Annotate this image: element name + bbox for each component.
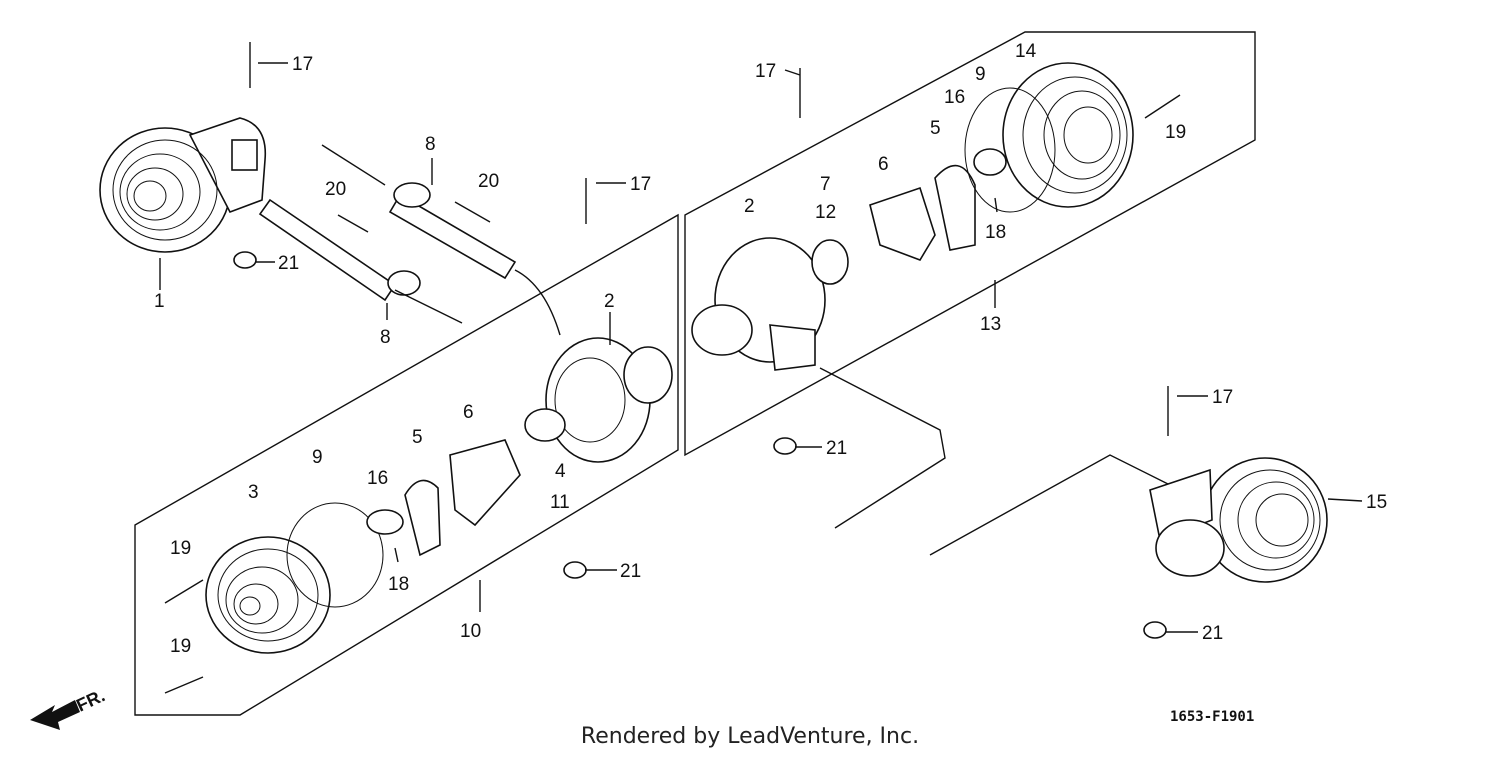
plate-5-left — [404, 479, 441, 557]
turn-signal-assembly-1 — [99, 117, 267, 253]
callout-9-right: 9 — [975, 64, 986, 85]
callout-21-a: 21 — [278, 253, 299, 274]
nut-21-c — [773, 437, 797, 455]
wire-right — [819, 367, 946, 529]
callout-15: 15 — [1366, 492, 1387, 513]
group-box-left — [134, 213, 679, 716]
stalk-tube-upper — [321, 144, 561, 336]
callout-18-right: 18 — [985, 222, 1006, 243]
callout-14: 14 — [1015, 41, 1037, 62]
screw-19-lower — [164, 676, 204, 694]
callout-16-left: 16 — [367, 468, 388, 489]
bulb-16-right — [973, 148, 1007, 176]
callout-18-left: 18 — [388, 574, 409, 595]
wire-15 — [929, 454, 1171, 556]
callout-21-b: 21 — [620, 561, 641, 582]
callout-16-right: 16 — [944, 87, 965, 108]
callout-4: 4 — [555, 461, 566, 482]
nut-21-d — [1143, 621, 1167, 639]
callout-7: 7 — [820, 174, 831, 195]
stalk-tube-lower — [258, 198, 463, 324]
callout-20-right: 20 — [478, 171, 499, 192]
callout-labels: 17 17 17 17 1 21 8 8 20 20 2 6 5 9 16 3 … — [154, 41, 1387, 657]
callout-5-left: 5 — [412, 427, 423, 448]
bulb-16-left — [366, 509, 404, 535]
callout-3: 3 — [248, 482, 259, 503]
callout-6-right: 6 — [878, 154, 889, 175]
callout-17-c: 17 — [755, 61, 776, 82]
footer-credit: Rendered by LeadVenture, Inc. — [580, 724, 920, 749]
group-box-right — [684, 31, 1256, 457]
callout-5-right: 5 — [930, 118, 941, 139]
callout-17-d: 17 — [1212, 387, 1233, 408]
callout-17-b: 17 — [630, 174, 651, 195]
screw-18-right — [994, 197, 998, 213]
screw-18-left — [394, 547, 399, 563]
plate-5-right — [934, 164, 976, 251]
callout-2-right: 2 — [744, 196, 755, 217]
callout-10: 10 — [460, 621, 481, 642]
callout-17-a: 17 — [292, 54, 313, 75]
leader-lines — [159, 62, 1363, 633]
callout-8-upper: 8 — [425, 134, 436, 155]
screw-20-right — [454, 201, 491, 223]
callout-6-left: 6 — [463, 402, 474, 423]
callout-13: 13 — [980, 314, 1001, 335]
callout-12: 12 — [815, 202, 836, 223]
callout-8-lower: 8 — [380, 327, 391, 348]
lens-14 — [1002, 62, 1134, 208]
callout-21-c: 21 — [826, 438, 847, 459]
callout-21-d: 21 — [1202, 623, 1223, 644]
housing-2-left — [545, 337, 673, 463]
callout-9-left: 9 — [312, 447, 323, 468]
callout-2-left: 2 — [604, 291, 615, 312]
callout-19-right: 19 — [1165, 122, 1186, 143]
callout-20-left: 20 — [325, 179, 346, 200]
socket-12 — [811, 239, 849, 285]
lens-3 — [205, 536, 331, 654]
gasket-9-left — [286, 502, 384, 608]
bracket-6-right — [869, 186, 936, 261]
screw-19-right — [1144, 94, 1181, 119]
screw-19-upper — [164, 579, 204, 604]
screw-20-left — [337, 214, 369, 233]
nut-21-b — [563, 561, 587, 579]
callout-1: 1 — [154, 291, 165, 312]
nut-21-a — [233, 251, 257, 269]
diagram-code: 1653-F1901 — [1170, 709, 1255, 725]
callout-19-lower: 19 — [170, 636, 191, 657]
callout-19-upper: 19 — [170, 538, 191, 559]
housing-2-right — [691, 237, 826, 371]
turn-signal-assembly-15 — [929, 454, 1328, 583]
callout-11: 11 — [550, 492, 570, 513]
gasket-9-right — [964, 87, 1056, 213]
bracket-6-left — [449, 439, 521, 527]
socket-4 — [524, 408, 566, 442]
